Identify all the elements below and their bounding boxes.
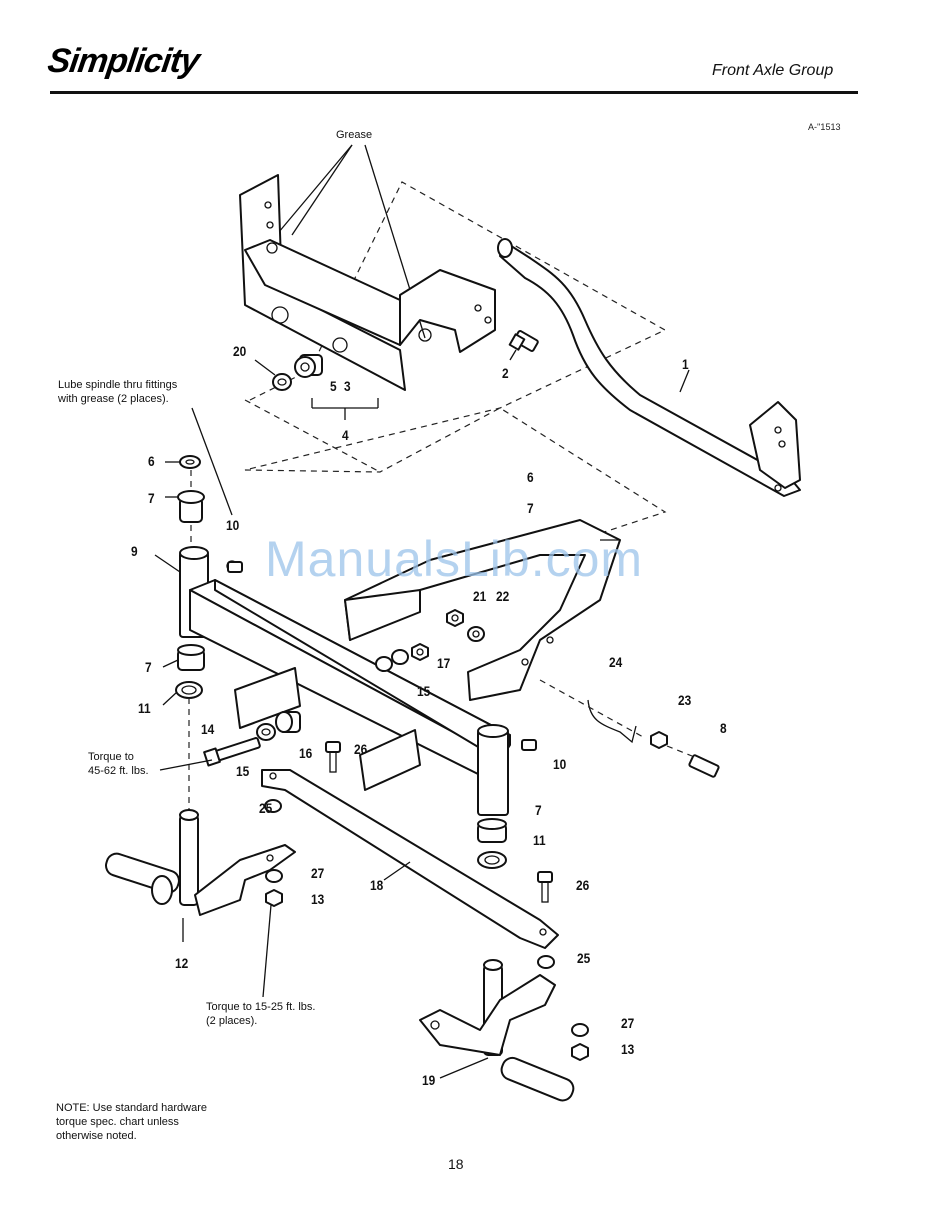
grease-leader-left <box>267 144 353 246</box>
callout-5: 5 <box>330 378 337 394</box>
callout-10-left: 10 <box>226 517 240 533</box>
bolt-8 <box>688 754 720 778</box>
page-number: 18 <box>448 1156 464 1172</box>
callout-7-mid-left: 7 <box>145 659 152 675</box>
washer-27-left <box>265 869 283 883</box>
nut-21 <box>446 609 464 627</box>
frame-bracket <box>239 174 496 391</box>
callout-6-right: 6 <box>527 469 534 485</box>
bolt-2 <box>508 330 539 352</box>
support-frame <box>344 519 621 701</box>
callout-20: 20 <box>233 343 247 359</box>
callout-15-lower: 15 <box>236 763 250 779</box>
torque-note-15: Torque to 15-25 ft. lbs. (2 places). <box>206 1001 316 1027</box>
callout-13-left: 13 <box>311 891 325 907</box>
callout-11-left: 11 <box>138 700 151 716</box>
axle-beam <box>179 546 511 816</box>
footnote: NOTE: Use standard hardware torque spec.… <box>56 1102 208 1142</box>
fitting-10-left <box>227 561 243 573</box>
callout-7-lower-right: 7 <box>535 802 542 818</box>
spindle-19 <box>419 959 575 1102</box>
callout-17: 17 <box>437 655 451 671</box>
lube-leader <box>191 407 233 516</box>
callout-22: 22 <box>496 588 510 604</box>
callout-4: 4 <box>342 427 349 443</box>
nut-13-left <box>265 889 283 907</box>
washer-22 <box>467 626 485 642</box>
seal-11-right <box>477 851 507 869</box>
bushing-5 <box>294 354 323 378</box>
callout-24: 24 <box>609 654 623 670</box>
callout-14: 14 <box>201 721 215 737</box>
bolt-26-lower <box>537 871 553 903</box>
callout-25-left: 25 <box>259 800 273 816</box>
callout-27-left: 27 <box>311 865 325 881</box>
torque-note-45: Torque to 45-62 ft. lbs. <box>88 751 149 777</box>
figure-id: A-''1513 <box>808 122 841 132</box>
callout-7-top-left: 7 <box>148 490 155 506</box>
callout-11-right: 11 <box>533 832 546 848</box>
nut-23 <box>650 731 668 749</box>
callout-10-right: 10 <box>553 756 567 772</box>
callout-25-right: 25 <box>577 950 591 966</box>
washer-15-lower <box>256 723 276 741</box>
callout-21: 21 <box>473 588 487 604</box>
bushing-7-lower-left <box>177 644 205 671</box>
callout-2: 2 <box>502 365 509 381</box>
e-clip-6-left <box>179 455 201 469</box>
washer-25-right <box>537 955 555 969</box>
lube-note: Lube spindle thru fittings with grease (… <box>58 379 178 405</box>
bushing-7-lower-right <box>477 818 507 843</box>
callout-3: 3 <box>344 378 351 394</box>
beam-bracket-right <box>359 729 421 791</box>
seal-11-left <box>175 681 203 699</box>
grease-label: Grease <box>336 129 373 141</box>
spacer-20 <box>272 373 292 391</box>
rod-24 <box>587 699 637 744</box>
callout-15-upper: 15 <box>417 683 431 699</box>
spindle-12 <box>105 809 296 916</box>
callout-9: 9 <box>131 543 138 559</box>
section-title: Front Axle Group <box>712 62 834 79</box>
callout-12: 12 <box>175 955 189 971</box>
fitting-10-right <box>521 739 537 751</box>
callout-23: 23 <box>678 692 692 708</box>
callout-26-upper: 26 <box>354 741 368 757</box>
callout-7-top-right: 7 <box>527 500 534 516</box>
washer-27-right <box>571 1023 589 1037</box>
tie-rod-18 <box>261 769 559 949</box>
callout-19: 19 <box>422 1072 436 1088</box>
beam-bracket-left <box>234 667 301 729</box>
callout-16: 16 <box>299 745 313 761</box>
callout-26-lower: 26 <box>576 877 590 893</box>
bushing-16 <box>275 711 301 733</box>
callout-13-right: 13 <box>621 1041 635 1057</box>
callout-1: 1 <box>682 356 689 372</box>
header-rule <box>50 91 858 94</box>
callout-27-right: 27 <box>621 1015 635 1031</box>
nut-13-right <box>571 1043 589 1061</box>
washer-25-left <box>264 799 282 813</box>
callout-6-left: 6 <box>148 453 155 469</box>
drag-link-rod-1 <box>497 238 801 497</box>
nut-17 <box>411 643 429 661</box>
callout-8: 8 <box>720 720 727 736</box>
bushing-7-top-left <box>177 490 205 523</box>
bolt-26-upper <box>325 741 341 773</box>
bolt-14 <box>203 737 261 767</box>
watermark: ManualsLib.com <box>265 531 644 587</box>
callout-18: 18 <box>370 877 384 893</box>
upper-assembly-outline <box>244 181 667 546</box>
washer-15-upper <box>375 649 409 672</box>
